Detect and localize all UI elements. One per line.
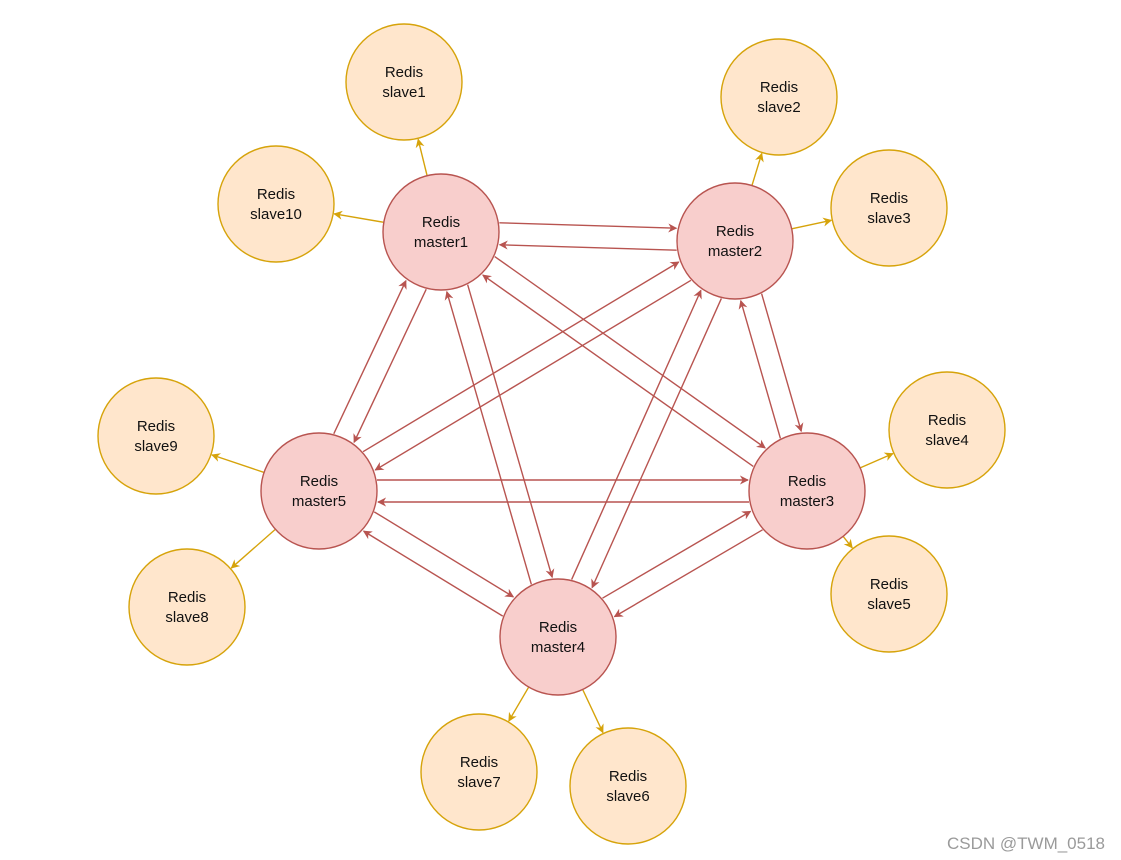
link-master5-to-slave9 <box>211 453 265 474</box>
slave-circle <box>217 145 335 263</box>
link-master1-to-master4 <box>466 284 555 579</box>
link-master2-to-slave3 <box>791 217 833 230</box>
slave-node-slave1: Redis slave1 <box>345 23 463 141</box>
master-node-master3: Redis master3 <box>748 432 866 550</box>
link-master3-to-slave5 <box>842 535 853 549</box>
slave-node-slave2: Redis slave2 <box>720 38 838 156</box>
link-master3-to-master1 <box>482 274 754 468</box>
node-label-line2: slave7 <box>457 774 500 791</box>
link-master4-to-master2 <box>570 289 702 580</box>
link-master1-to-slave10 <box>333 210 384 223</box>
slave-node-slave7: Redis slave7 <box>420 713 538 831</box>
node-label-line2: slave3 <box>867 210 910 227</box>
watermark: CSDN @TWM_0518 <box>946 834 1105 853</box>
node-label-line2: slave4 <box>925 432 968 449</box>
slave-circle <box>830 535 948 653</box>
link-master2-to-master1 <box>498 240 677 251</box>
node-label-line1: Redis <box>168 589 206 606</box>
link-master2-to-master3 <box>760 293 804 433</box>
slave-node-slave6: Redis slave6 <box>569 727 687 845</box>
node-label-line1: Redis <box>257 186 295 203</box>
node-label-line2: slave2 <box>757 99 800 116</box>
slave-circle <box>97 377 215 495</box>
node-label-line1: Redis <box>539 619 577 636</box>
slave-node-slave3: Redis slave3 <box>830 149 948 267</box>
node-label-line2: master2 <box>708 243 762 260</box>
slave-node-slave8: Redis slave8 <box>128 548 246 666</box>
master-node-master4: Redis master4 <box>499 578 617 696</box>
slave-circle <box>830 149 948 267</box>
link-master1-to-master3 <box>494 255 766 449</box>
master-circle <box>676 182 794 300</box>
node-label-line2: slave1 <box>382 84 425 101</box>
link-master4-to-slave7 <box>508 686 530 722</box>
slave-replication-links <box>211 138 894 734</box>
master-circle <box>260 432 378 550</box>
node-label-line2: slave6 <box>606 788 649 805</box>
node-label-line2: master5 <box>292 493 346 510</box>
node-label-line2: slave10 <box>250 206 302 223</box>
node-label-line2: master4 <box>531 639 585 656</box>
slave-circle <box>128 548 246 666</box>
slave-node-slave5: Redis slave5 <box>830 535 948 653</box>
node-label-line1: Redis <box>422 214 460 231</box>
link-master5-to-master1 <box>333 279 407 435</box>
master-circle <box>382 173 500 291</box>
node-label-line1: Redis <box>300 473 338 490</box>
slave-circle <box>420 713 538 831</box>
link-master2-to-slave2 <box>751 152 764 186</box>
master-circle <box>748 432 866 550</box>
nodes: Redismaster1Redismaster2Redismaster3Redi… <box>97 23 1006 845</box>
node-label-line2: slave5 <box>867 596 910 613</box>
slave-node-slave4: Redis slave4 <box>888 371 1006 489</box>
link-master5-to-slave8 <box>230 528 276 569</box>
slave-node-slave10: Redis slave10 <box>217 145 335 263</box>
link-master4-to-master3 <box>602 510 752 599</box>
node-label-line2: slave8 <box>165 609 208 626</box>
link-master4-to-master1 <box>444 290 533 585</box>
master-circle <box>499 578 617 696</box>
slave-circle <box>345 23 463 141</box>
link-master1-to-master2 <box>499 222 678 233</box>
master-node-master5: Redis master5 <box>260 432 378 550</box>
link-master3-to-slave4 <box>859 452 894 469</box>
master-replication-links <box>333 222 804 618</box>
node-label-line1: Redis <box>870 576 908 593</box>
slave-circle <box>888 371 1006 489</box>
link-master4-to-master5 <box>362 530 504 617</box>
slave-circle <box>569 727 687 845</box>
node-label-line2: slave9 <box>134 438 177 455</box>
link-master2-to-master4 <box>591 298 723 589</box>
slave-circle <box>720 38 838 156</box>
link-master3-to-master4 <box>613 529 763 618</box>
link-master3-to-master2 <box>738 299 782 439</box>
node-label-line1: Redis <box>716 223 754 240</box>
node-label-line2: master1 <box>414 234 468 251</box>
link-master5-to-master2 <box>362 261 680 453</box>
node-label-line1: Redis <box>137 418 175 435</box>
node-label-line1: Redis <box>385 64 423 81</box>
link-master4-to-slave6 <box>582 689 604 734</box>
node-label-line1: Redis <box>760 79 798 96</box>
master-node-master1: Redis master1 <box>382 173 500 291</box>
node-label-line1: Redis <box>460 754 498 771</box>
node-label-line2: master3 <box>780 493 834 510</box>
link-master5-to-master4 <box>373 511 515 598</box>
master-node-master2: Redis master2 <box>676 182 794 300</box>
node-label-line1: Redis <box>609 768 647 785</box>
link-master2-to-master5 <box>374 279 692 471</box>
node-label-line1: Redis <box>870 190 908 207</box>
node-label-line1: Redis <box>928 412 966 429</box>
link-master1-to-slave1 <box>415 138 428 176</box>
slave-node-slave9: Redis slave9 <box>97 377 215 495</box>
node-label-line1: Redis <box>788 473 826 490</box>
link-master1-to-master5 <box>353 288 427 444</box>
